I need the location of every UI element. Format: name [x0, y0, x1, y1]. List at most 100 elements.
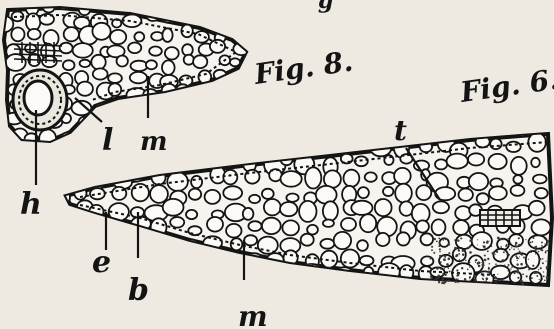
stipple-dot [546, 278, 547, 279]
tissue-cell [178, 10, 191, 23]
stipple-dot [507, 238, 508, 239]
stipple-dot [538, 261, 539, 262]
tissue-cell [114, 257, 129, 268]
stipple-dot [469, 239, 472, 242]
tissue-cell [92, 23, 110, 40]
tissue-cell [90, 159, 103, 171]
tissue-cell [171, 251, 183, 262]
tissue-cell [51, 265, 69, 280]
stipple-dot [489, 263, 491, 265]
stipple-dot [510, 268, 511, 269]
stipple-dot [482, 264, 485, 267]
tissue-cell [112, 222, 129, 238]
tissue-cell [282, 220, 299, 235]
tissue-cell [128, 159, 142, 171]
stipple-dot [473, 275, 476, 278]
tissue-cell [231, 238, 243, 250]
stipple-dot [540, 281, 541, 282]
stipple-dot [532, 241, 534, 243]
tissue-cell [163, 98, 182, 115]
tissue-cell [397, 232, 410, 245]
tissue-cell [357, 240, 368, 251]
stipple-dot [521, 254, 522, 255]
stipple-dot [483, 245, 486, 248]
stipple-dot [430, 279, 431, 280]
tissue-cell [162, 60, 175, 74]
stipple-dot [545, 252, 547, 254]
tissue-cell [163, 199, 184, 216]
tissue-cell [209, 257, 224, 270]
tissue-cell [247, 265, 262, 279]
stipple-dot [433, 252, 435, 254]
stipple-dot [523, 257, 525, 259]
stipple-dot [517, 260, 518, 261]
tissue-cell [513, 175, 522, 184]
stipple-dot [460, 237, 462, 239]
tissue-cell [128, 133, 141, 146]
tissue-cell [229, 155, 241, 165]
tissue-cell [80, 60, 91, 67]
stipple-dot [528, 259, 529, 260]
stipple-dot [540, 267, 542, 269]
fig8-vascular-bundle [13, 70, 67, 130]
stipple-dot [517, 277, 519, 279]
tissue-cell [143, 252, 163, 270]
tissue-cell [280, 202, 297, 216]
stipple-dot [485, 277, 488, 280]
stipple-dot [469, 262, 470, 263]
tissue-cell [213, 134, 225, 146]
stipple-dot [517, 272, 519, 274]
tissue-cell [506, 142, 520, 152]
tissue-cell [129, 1, 141, 9]
tissue-cell [453, 220, 469, 235]
stipple-dot [469, 251, 472, 254]
stipple-dot [518, 237, 520, 239]
tissue-cell [489, 186, 507, 200]
stipple-dot [439, 251, 441, 253]
stipple-dot [446, 263, 449, 266]
stipple-dot [505, 245, 507, 247]
stipple-dot [517, 268, 519, 270]
stipple-dot [440, 261, 442, 263]
tissue-cell [222, 265, 238, 280]
stipple-dot [495, 281, 497, 283]
tissue-cell [265, 123, 277, 133]
tissue-cell [155, 267, 164, 275]
tissue-cell [323, 220, 334, 227]
tissue-cell [77, 156, 88, 168]
stipple-dot [483, 241, 485, 243]
stipple-dot [495, 276, 496, 277]
tissue-cell [231, 147, 242, 155]
stipple-dot [500, 246, 502, 248]
stipple-dot [469, 245, 471, 247]
stipple-dot [440, 257, 441, 258]
stipple-dot [508, 255, 509, 256]
fig6-title: Fig. 6. [457, 62, 554, 109]
tissue-cell [440, 124, 453, 139]
tissue-cell [316, 186, 337, 204]
tissue-cell [421, 233, 434, 245]
stipple-dot [438, 277, 440, 279]
stipple-dot [545, 243, 547, 245]
stipple-dot [462, 253, 465, 256]
tissue-cell [358, 187, 369, 198]
tissue-cell [132, 257, 150, 270]
tissue-cell [243, 208, 254, 220]
stipple-dot [502, 259, 505, 262]
stipple-dot [532, 265, 534, 267]
fig8-label-l: l [102, 123, 113, 158]
tissue-cell [183, 131, 194, 141]
tissue-cell [322, 125, 341, 138]
stipple-dot [469, 276, 471, 278]
tissue-cell [167, 2, 177, 12]
stipple-dot [481, 262, 482, 263]
stipple-dot [513, 282, 515, 284]
stipple-dot [508, 270, 509, 271]
stipple-dot [488, 268, 490, 270]
stipple-dot [436, 277, 438, 279]
stipple-dot [439, 244, 441, 246]
tissue-cell [144, 101, 160, 117]
tissue-cell [60, 171, 71, 184]
stipple-dot [511, 247, 512, 248]
stipple-dot [502, 238, 504, 240]
